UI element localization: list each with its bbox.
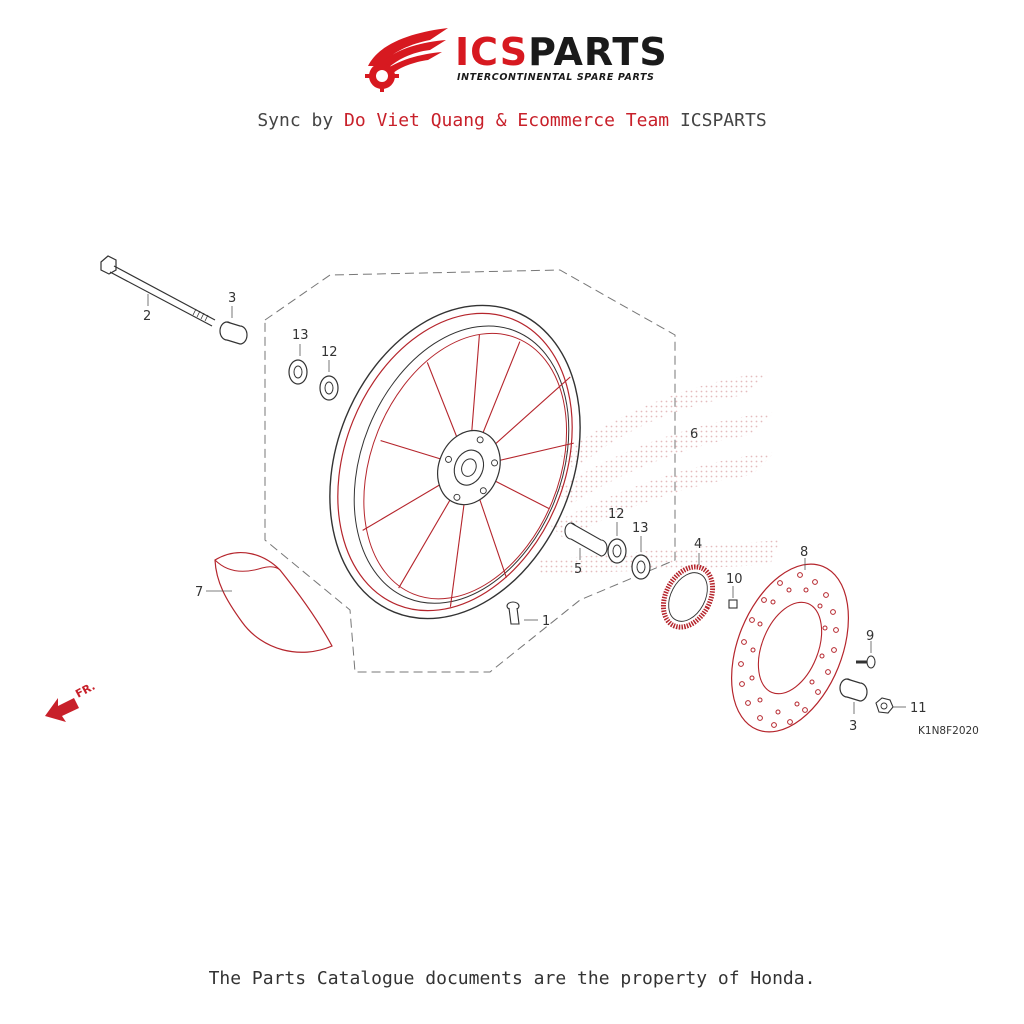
sync-team-link: Do Viet Quang & Ecommerce Team: [344, 110, 670, 131]
icsparts-logo-wing-icon: [365, 28, 448, 92]
sync-credit: Sync by Do Viet Quang & Ecommerce Team I…: [0, 110, 1024, 131]
callout-13-left: 13: [292, 328, 309, 343]
drawing-code: K1N8F2020: [918, 725, 979, 737]
bearing-left-parts: [288, 344, 339, 401]
side-collar-part: [839, 678, 868, 714]
honda-wing-watermark: [540, 372, 780, 575]
bearing-right-parts: [607, 522, 651, 580]
sync-suffix: ICSPARTS: [669, 110, 767, 131]
brand-tagline: INTERCONTINENTAL SPARE PARTS: [457, 72, 655, 83]
callout-9: 9: [866, 629, 874, 644]
footer-disclaimer: The Parts Catalogue documents are the pr…: [208, 968, 816, 989]
front-direction-arrow-icon: [45, 698, 79, 722]
valve-part: [506, 601, 538, 625]
distance-collar-part: [564, 522, 608, 560]
pulser-ring-part: [660, 553, 716, 630]
callout-1: 1: [542, 614, 550, 629]
callout-3-left: 3: [228, 291, 236, 306]
callout-12-left: 12: [321, 345, 338, 360]
callout-13-right: 13: [632, 521, 649, 536]
callout-10: 10: [726, 572, 743, 587]
callout-12-right: 12: [608, 507, 625, 522]
assembly-outline: [264, 269, 676, 673]
mud-guard-part: [206, 551, 333, 653]
wheel-part: [329, 304, 581, 620]
callout-2: 2: [143, 309, 151, 324]
callout-7: 7: [195, 585, 203, 600]
callout-5: 5: [574, 562, 582, 577]
callout-3-right: 3: [849, 719, 857, 734]
callout-4: 4: [694, 537, 702, 552]
brand-name-dark: PARTS: [528, 30, 668, 74]
axle-nut-part: [875, 697, 906, 714]
callout-6: 6: [690, 427, 698, 442]
sync-prefix: Sync by: [257, 110, 345, 131]
axle-part: [100, 255, 216, 327]
brake-disc-part: [730, 558, 850, 733]
callout-8: 8: [800, 545, 808, 560]
callout-11: 11: [910, 701, 927, 716]
brand-name-red: ICS: [455, 30, 529, 74]
front-direction-label: FR.: [73, 680, 97, 701]
screw-part: [728, 586, 738, 609]
brand-name: ICSPARTS: [455, 30, 668, 74]
disc-bolt-part: [856, 641, 876, 669]
collar-part: [219, 306, 248, 345]
